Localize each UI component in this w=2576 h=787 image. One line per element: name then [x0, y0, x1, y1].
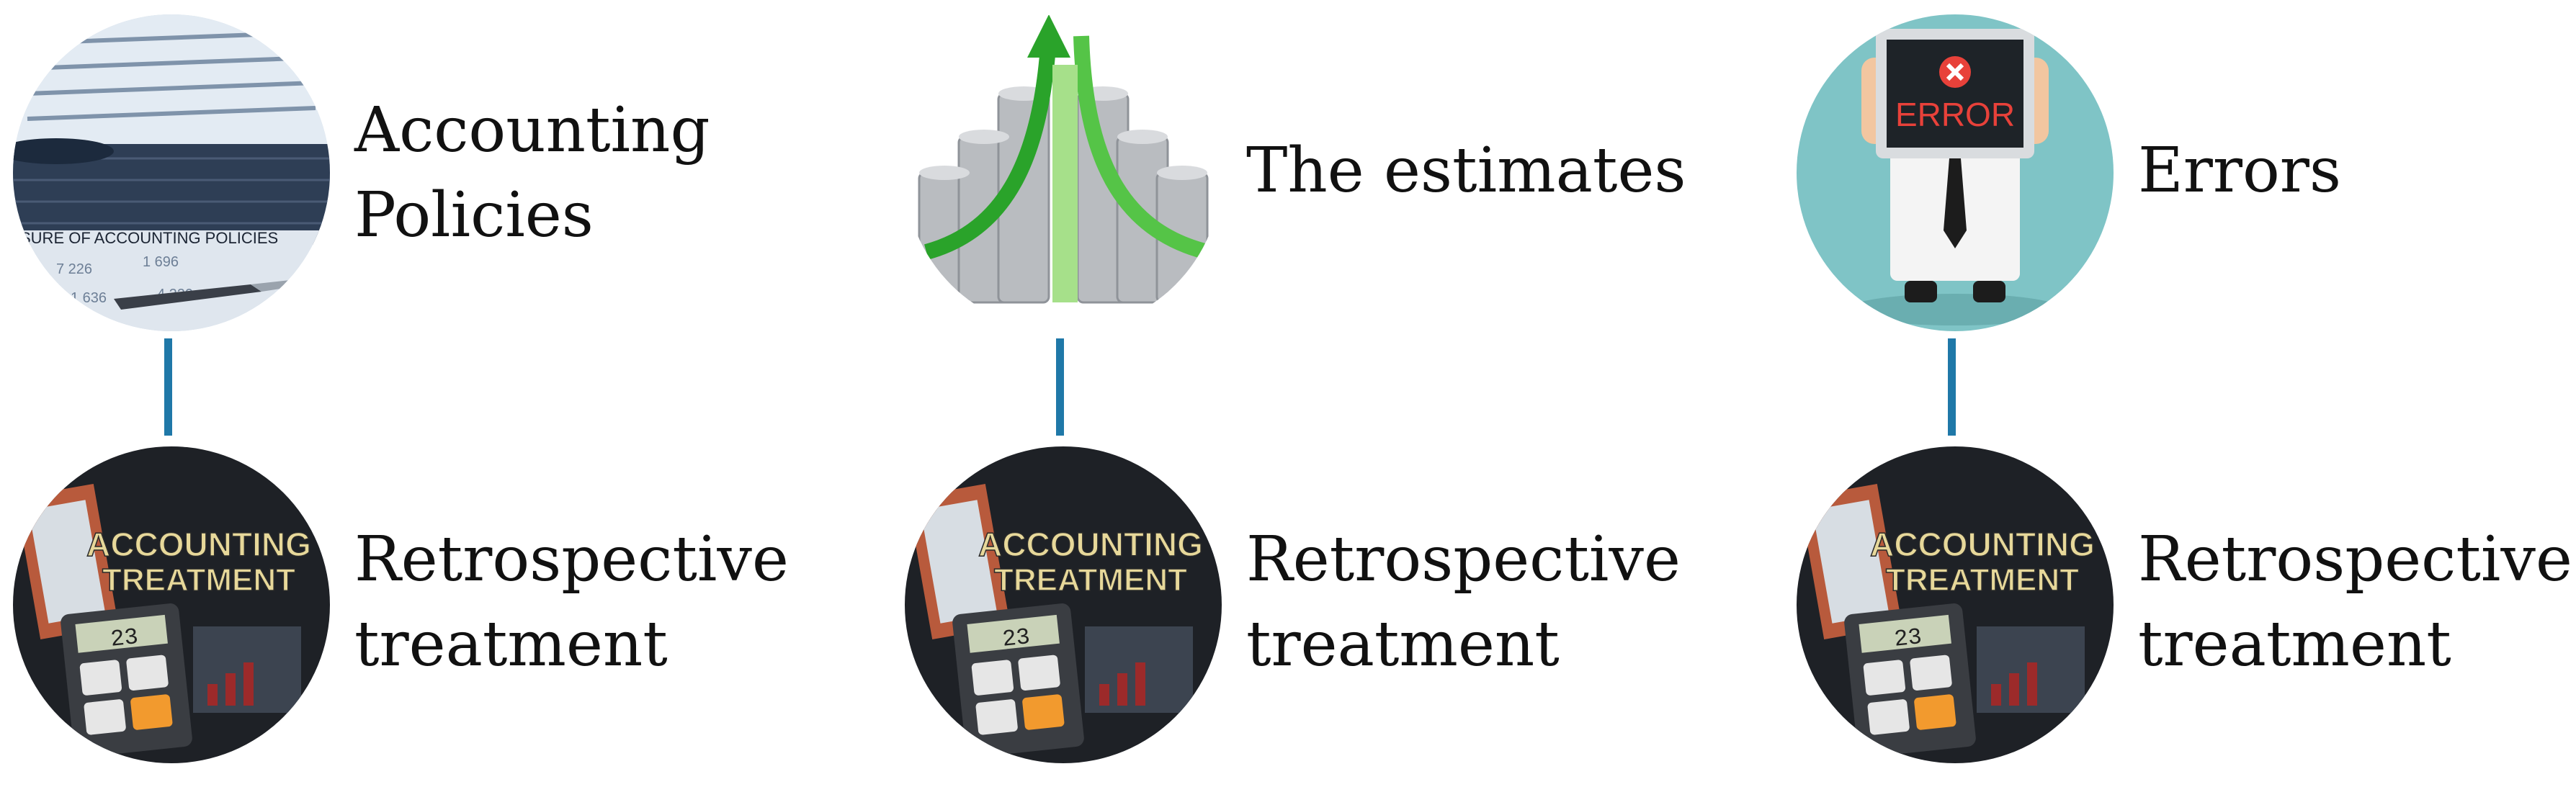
svg-text:1 696: 1 696	[143, 254, 179, 270]
bottom-label: Retrospective treatment	[1246, 517, 1681, 687]
accounting-policies-image: SURE OF ACCOUNTING POLICIES 7 226 1 696 1 …	[13, 14, 330, 331]
policies-image-text: SURE OF ACCOUNTING POLICIES	[20, 229, 278, 247]
connector-line	[1948, 338, 1956, 436]
treatment-image-text-1: ACCOUNTING	[86, 526, 311, 563]
bottom-label: Retrospective treatment	[354, 517, 789, 687]
top-label: The estimates	[1246, 128, 1686, 213]
accounting-treatment-image: ACCOUNTING TREATMENT 23	[905, 446, 1222, 763]
treatment-image-text-2: TREATMENT	[994, 562, 1187, 598]
calculator-display: 23	[1001, 624, 1032, 653]
svg-text:1 636: 1 636	[71, 290, 107, 306]
bottom-label-line-2: treatment	[1246, 608, 1560, 680]
treatment-image-text-2: TREATMENT	[1886, 562, 2079, 598]
top-label-line-1: Errors	[2138, 135, 2342, 207]
bottom-label-line-2: treatment	[354, 608, 668, 680]
connector-line	[164, 338, 172, 436]
column-errors: ERROR Errors ACCOUNTING TREATMENT 23 Ret…	[1784, 0, 2576, 787]
errors-image: ERROR	[1797, 14, 2114, 331]
connector-line	[1056, 338, 1064, 436]
top-label: Accounting Policies	[354, 88, 710, 258]
column-estimates: The estimates ACCOUNTING TREATMENT 23 Re…	[892, 0, 1749, 787]
top-label: Errors	[2138, 128, 2341, 213]
top-label-line-1: The estimates	[1246, 135, 1686, 207]
bottom-label-line-1: Retrospective	[1246, 523, 1681, 595]
bottom-label-line-1: Retrospective	[2138, 523, 2572, 595]
treatment-image-text-1: ACCOUNTING	[978, 526, 1203, 563]
bottom-label-line-1: Retrospective	[354, 523, 789, 595]
calculator-display: 23	[109, 624, 140, 653]
treatment-image-text-1: ACCOUNTING	[1870, 526, 2095, 563]
calculator-display: 23	[1893, 624, 1923, 653]
bottom-label: Retrospective treatment	[2138, 517, 2572, 687]
bottom-label-line-2: treatment	[2138, 608, 2451, 680]
column-accounting-policies: SURE OF ACCOUNTING POLICIES 7 226 1 696 1 …	[0, 0, 857, 787]
svg-text:7 226: 7 226	[56, 261, 92, 277]
accounting-treatment-image: ACCOUNTING TREATMENT 23	[13, 446, 330, 763]
top-label-line-1: Accounting	[354, 94, 710, 166]
top-label-line-2: Policies	[354, 179, 594, 251]
estimates-image	[905, 14, 1222, 331]
accounting-treatment-image: ACCOUNTING TREATMENT 23	[1797, 446, 2114, 763]
error-screen-text: ERROR	[1895, 96, 2015, 133]
treatment-image-text-2: TREATMENT	[102, 562, 295, 598]
